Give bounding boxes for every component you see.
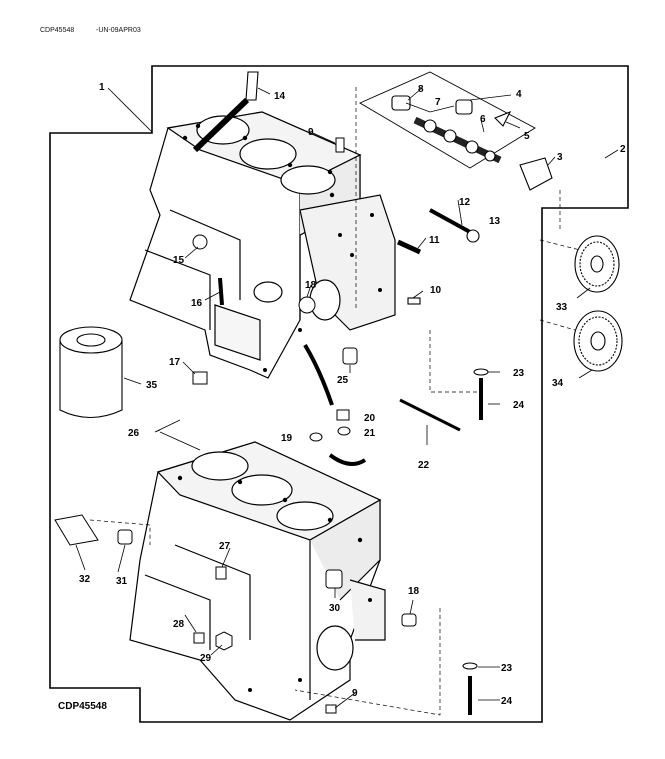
gear-33 — [574, 235, 620, 293]
dashed-guides — [89, 87, 581, 716]
callout-1: 1 — [99, 82, 105, 93]
washer-bolt-23-24-upper — [473, 368, 489, 420]
callout-12: 12 — [459, 197, 471, 208]
upper-block-bolt-holes — [182, 123, 382, 372]
plug-15 — [192, 234, 208, 250]
callout-22: 22 — [418, 460, 430, 471]
dowel-9-lower — [325, 704, 337, 714]
callout-4: 4 — [516, 89, 522, 100]
callout-28: 28 — [173, 619, 185, 630]
plug-18-lower — [401, 613, 417, 627]
bolts-11-12-13 — [396, 208, 480, 305]
footer-code: CDP45548 — [58, 701, 107, 712]
callout-26: 26 — [128, 428, 140, 439]
callout-25: 25 — [337, 375, 349, 386]
plug-18-upper — [298, 296, 316, 314]
lower-small-parts — [54, 514, 478, 715]
callout-17: 17 — [169, 357, 181, 368]
callout-21: 21 — [364, 428, 376, 439]
callout-9-upper: 9 — [308, 127, 314, 138]
bushing-30 — [325, 569, 343, 589]
callout-6: 6 — [480, 114, 486, 125]
callout-34: 34 — [552, 378, 564, 389]
callout-3: 3 — [557, 152, 563, 163]
callout-labels: 1 2 3 4 5 6 7 8 9 10 11 12 13 14 15 16 1… — [79, 82, 626, 707]
nut-29 — [215, 631, 233, 651]
bracket-32 — [54, 514, 99, 546]
callout-35: 35 — [146, 380, 158, 391]
callout-8: 8 — [418, 84, 424, 95]
plug-28 — [193, 632, 205, 644]
leader-lines — [75, 87, 619, 709]
callout-7: 7 — [435, 97, 441, 108]
callout-30: 30 — [329, 603, 341, 614]
callout-13: 13 — [489, 216, 501, 227]
bushing-25 — [342, 347, 358, 365]
callout-10: 10 — [430, 285, 442, 296]
stud-14 — [192, 71, 259, 153]
callout-5: 5 — [524, 131, 530, 142]
callout-18-lower: 18 — [408, 586, 420, 597]
callout-27: 27 — [219, 541, 231, 552]
callout-16: 16 — [191, 298, 203, 309]
plug-27 — [215, 566, 227, 580]
lower-block-bolt-holes — [177, 475, 372, 692]
callout-23-lower: 23 — [501, 663, 513, 674]
callout-33: 33 — [556, 302, 568, 313]
callout-32: 32 — [79, 574, 91, 585]
callout-29: 29 — [200, 653, 212, 664]
bolt-16 — [218, 277, 224, 306]
header-date-code: -UN-09APR03 — [96, 27, 141, 34]
callout-15: 15 — [173, 255, 185, 266]
callout-31: 31 — [116, 576, 128, 587]
callout-2: 2 — [620, 144, 626, 155]
dowel-9-upper — [335, 137, 345, 153]
assembly-frame — [49, 65, 629, 723]
camshaft-group — [359, 71, 553, 191]
callout-20: 20 — [364, 413, 376, 424]
oil-filter-35 — [59, 326, 123, 418]
oil-tube — [303, 343, 334, 406]
lower-cylinder-block — [129, 441, 386, 721]
callout-24-upper: 24 — [513, 400, 525, 411]
callout-24-lower: 24 — [501, 696, 513, 707]
parts-19-20-21-22 — [309, 398, 461, 466]
callout-14: 14 — [274, 91, 286, 102]
header-code: CDP45548 — [40, 27, 75, 34]
callout-11: 11 — [429, 235, 440, 246]
callout-9-lower: 9 — [352, 688, 358, 699]
plug-31 — [117, 529, 133, 545]
callout-23-upper: 23 — [513, 368, 525, 379]
callout-19: 19 — [281, 433, 293, 444]
plug-17 — [192, 371, 208, 385]
upper-cylinder-block — [129, 111, 396, 379]
gear-34 — [573, 310, 623, 372]
callout-18-upper: 18 — [305, 280, 317, 291]
